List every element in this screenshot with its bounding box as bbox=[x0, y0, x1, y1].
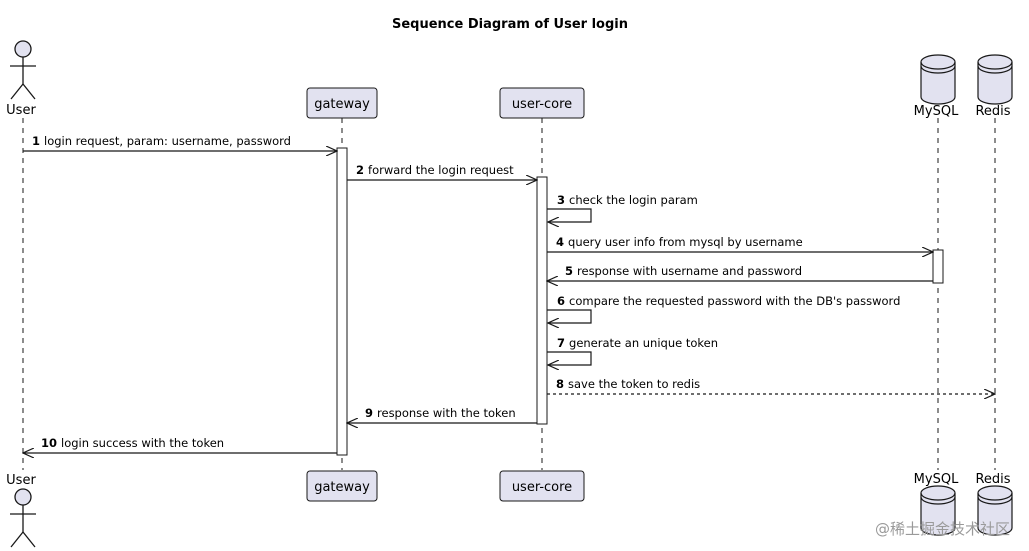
actor-icon bbox=[10, 40, 36, 100]
participant-label: User bbox=[6, 473, 36, 488]
activation-bar-mysql bbox=[932, 249, 944, 284]
participant-label: MySQL bbox=[914, 104, 959, 119]
actor-user-top: User bbox=[6, 40, 36, 118]
watermark: @稀土掘金技术社区 bbox=[875, 520, 1010, 538]
participant-label: Redis bbox=[975, 104, 1010, 119]
database-redis-bottom: Redis bbox=[975, 472, 1013, 536]
database-mysql-top: MySQL bbox=[914, 54, 959, 119]
database-icon bbox=[920, 54, 956, 105]
actor-user-bottom: User bbox=[6, 473, 36, 548]
participant-gateway-bottom: gateway bbox=[306, 470, 378, 502]
participant-label: Redis bbox=[975, 472, 1010, 487]
participant-label: user-core bbox=[512, 97, 572, 112]
database-redis-top: Redis bbox=[975, 54, 1013, 119]
participant-label: gateway bbox=[314, 480, 370, 495]
activation-bar-usercore bbox=[536, 176, 548, 425]
participant-gateway-top: gateway bbox=[306, 87, 378, 119]
participant-label: gateway bbox=[314, 97, 370, 112]
activation-bar-gateway bbox=[336, 147, 348, 456]
participant-label: user-core bbox=[512, 480, 572, 495]
participant-usercore-top: user-core bbox=[499, 87, 585, 119]
participant-label: MySQL bbox=[914, 472, 959, 487]
participant-usercore-bottom: user-core bbox=[499, 470, 585, 502]
participant-label: User bbox=[6, 103, 36, 118]
database-mysql-bottom: MySQL bbox=[914, 472, 959, 536]
actor-icon bbox=[10, 488, 36, 548]
database-icon bbox=[977, 54, 1013, 105]
diagram-title: Sequence Diagram of User login bbox=[392, 17, 628, 32]
database-icon bbox=[920, 485, 956, 536]
database-icon bbox=[977, 485, 1013, 536]
